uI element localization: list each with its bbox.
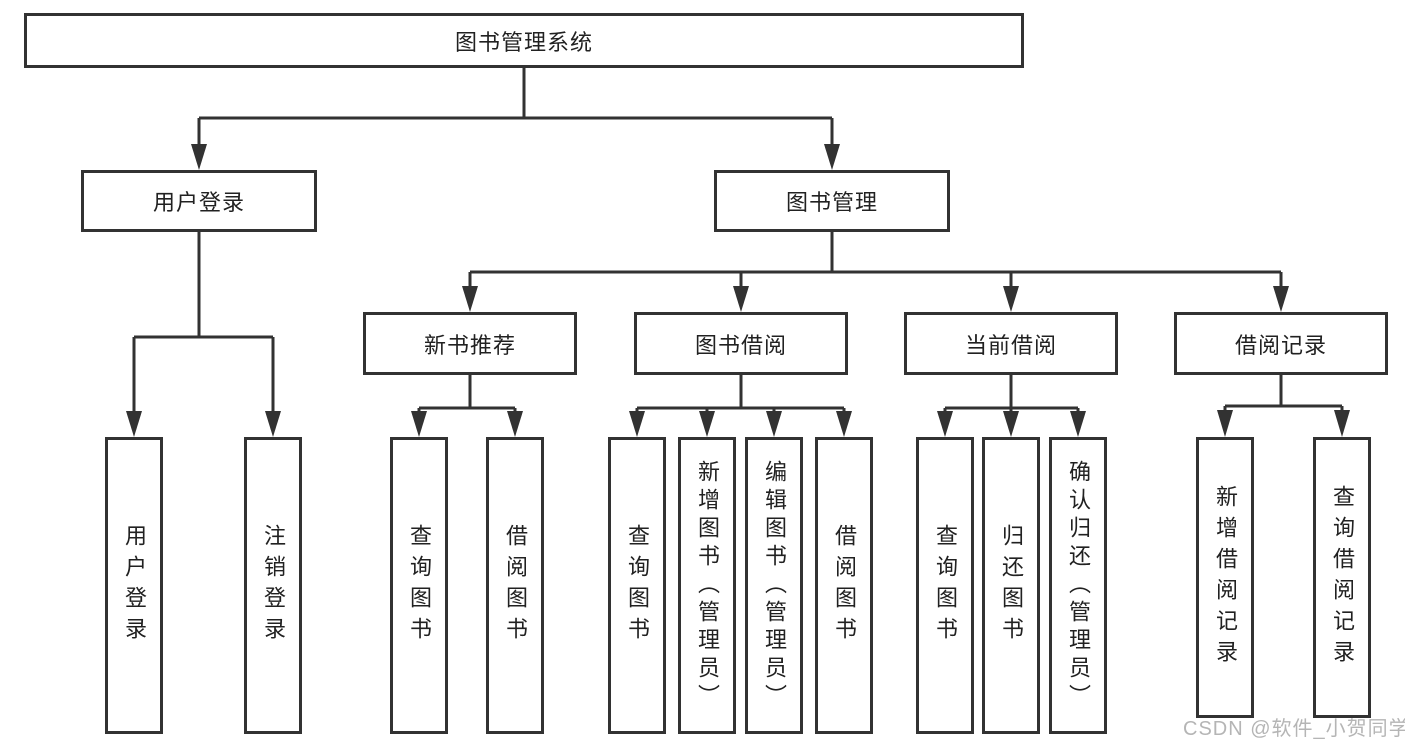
connector-current-borrow-branch	[937, 375, 1086, 437]
leaf-nbr-query-books: 查询图书	[390, 437, 448, 734]
leaf-nbr-borrow-books: 借阅图书	[486, 437, 544, 734]
connector-borrow-records-branch	[1217, 375, 1350, 437]
node-user-login: 用户登录	[81, 170, 317, 232]
leaf-cb-return-books: 归还图书	[982, 437, 1040, 734]
csdn-watermark: CSDN @软件_小贺同学	[1183, 718, 1405, 740]
connector-book-borrow-branch	[629, 375, 852, 437]
leaf-logout: 注销登录	[244, 437, 302, 734]
connector-user-login-branch	[126, 232, 281, 437]
leaf-cb-confirm-return-admin: 确认归还（管理员）	[1049, 437, 1107, 734]
leaf-bb-edit-books-admin: 编辑图书（管理员）	[745, 437, 803, 734]
leaf-br-add-record: 新增借阅记录	[1196, 437, 1254, 718]
node-current-borrow: 当前借阅	[904, 312, 1118, 375]
node-root: 图书管理系统	[24, 13, 1024, 68]
node-new-book-rec: 新书推荐	[363, 312, 577, 375]
connector-root-to-level2	[191, 68, 840, 170]
node-borrow-records: 借阅记录	[1174, 312, 1388, 375]
node-book-mgmt: 图书管理	[714, 170, 950, 232]
leaf-bb-add-books-admin: 新增图书（管理员）	[678, 437, 736, 734]
connector-book-mgmt-branch	[462, 232, 1289, 312]
leaf-cb-query-books: 查询图书	[916, 437, 974, 734]
leaf-bb-borrow-books: 借阅图书	[815, 437, 873, 734]
leaf-bb-query-books: 查询图书	[608, 437, 666, 734]
connector-new-book-rec-branch	[411, 375, 523, 437]
node-book-borrow: 图书借阅	[634, 312, 848, 375]
leaf-user-login: 用户登录	[105, 437, 163, 734]
leaf-br-query-record: 查询借阅记录	[1313, 437, 1371, 718]
